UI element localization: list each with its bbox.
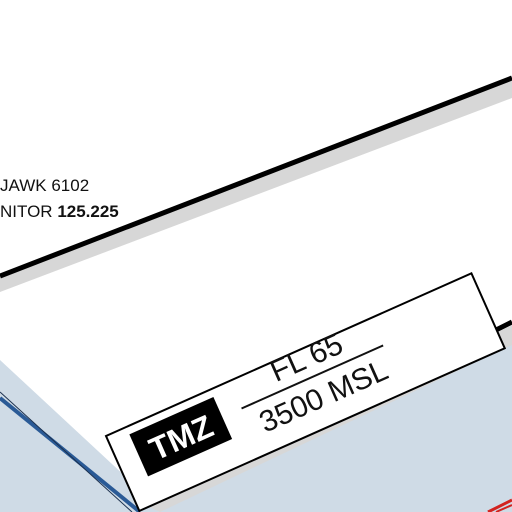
tmz-label-box [104,271,507,512]
tmz-limit-divider [241,344,384,410]
red-mark [487,498,512,512]
airspace-border-upper [0,75,512,279]
boundary-line-thin [0,391,133,512]
transponder-code: 6102 [51,176,90,195]
tmz-badge [129,396,233,477]
transponder-label: JAWK 6102 [0,176,89,196]
airspace-border-shadow [0,80,512,292]
tmz-airspace-area [0,330,512,512]
monitor-text: NITOR [0,202,53,221]
red-mark-2 [495,504,512,512]
monitor-label: NITOR 125.225 [0,202,119,222]
monitor-frequency: 125.225 [57,202,119,221]
transponder-text: JAWK [0,176,47,195]
